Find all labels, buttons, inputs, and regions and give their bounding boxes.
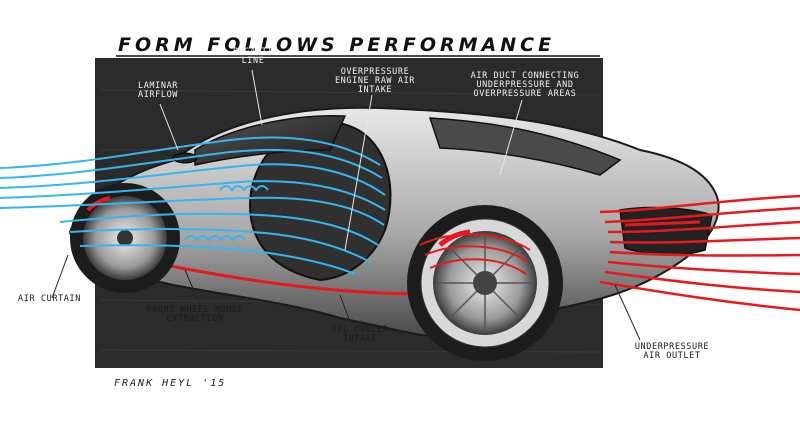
- laminar-cool-airflow: [0, 136, 386, 275]
- front-wheel: [70, 183, 180, 293]
- rear-window: [428, 117, 622, 176]
- wheel-arch-hot-airflow: [419, 233, 531, 275]
- tail-light: [624, 220, 701, 227]
- rear-wheel: [407, 205, 563, 361]
- label-underpressure-outlet: Underpressure air outlet: [634, 342, 710, 361]
- underpressure-hot-airflow: [599, 194, 800, 312]
- page-title: Form Follows Performance: [118, 34, 556, 56]
- leader-lines-light: [159, 69, 523, 251]
- label-oil-cooler: Oil cooler intake: [331, 325, 389, 344]
- artist-signature: Frank Heyl '15: [114, 378, 227, 389]
- label-air-curtain: Air curtain: [18, 294, 81, 304]
- label-front-wheel-house: Front wheel house extraction: [146, 305, 244, 324]
- leader-lines-dark: [51, 254, 641, 341]
- label-laminar-airflow: Laminar airflow: [137, 81, 179, 100]
- label-overpressure-intake: Overpressure engine raw air intake: [334, 67, 416, 95]
- label-bugatti-line: Bugatti Line: [232, 47, 274, 66]
- label-air-duct: Air duct connecting underpressure and ov…: [470, 71, 580, 99]
